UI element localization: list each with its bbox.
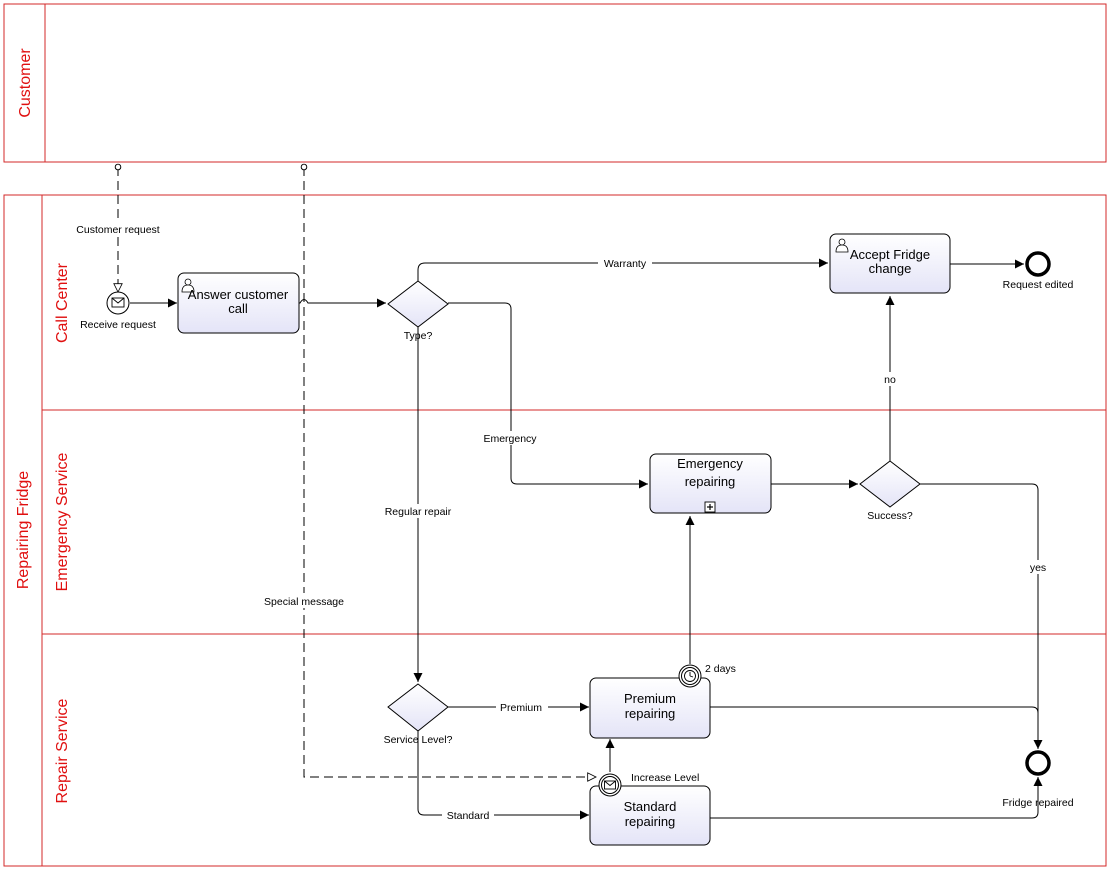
- increase-level-label: Increase Level: [631, 772, 699, 784]
- repairing-fridge-pool: Repairing Fridge: [3, 194, 1107, 867]
- standard-repairing-line1: Standard: [624, 799, 677, 814]
- service-level-gateway[interactable]: [387, 683, 449, 732]
- answer-customer-call-line2: call: [228, 301, 248, 316]
- fridge-repaired-event[interactable]: [1025, 750, 1051, 776]
- answer-customer-call-line1: Answer customer: [188, 287, 289, 302]
- customer-pool-label: Customer: [17, 48, 34, 118]
- repairing-fridge-pool-label: Repairing Fridge: [15, 471, 32, 589]
- flow-premium-to-end[interactable]: [710, 706, 1039, 749]
- premium-repairing-line2: repairing: [625, 706, 676, 721]
- accept-fridge-change-line2: change: [869, 261, 912, 276]
- label-no: no: [884, 374, 896, 386]
- user-icon: [181, 278, 195, 293]
- lane-call-center-label: Call Center: [54, 262, 71, 343]
- standard-repairing-task[interactable]: Standard repairing: [589, 785, 711, 846]
- flow-answer-to-type[interactable]: [299, 298, 386, 308]
- customer-pool: Customer: [3, 3, 1107, 163]
- type-gateway-label: Type?: [404, 330, 433, 342]
- label-customer-request: Customer request: [76, 224, 160, 236]
- flow-standard-to-end[interactable]: [710, 777, 1043, 819]
- answer-customer-call-task[interactable]: Answer customer call: [177, 272, 300, 334]
- emergency-repairing-line1: Emergency: [677, 456, 743, 471]
- receive-request-event[interactable]: [106, 291, 130, 315]
- request-edited-label: Request edited: [1003, 279, 1074, 291]
- label-yes: yes: [1030, 562, 1046, 574]
- request-edited-event[interactable]: [1025, 251, 1051, 277]
- type-gateway[interactable]: [387, 280, 449, 328]
- clock-icon: [684, 670, 696, 682]
- accept-fridge-change-line1: Accept Fridge: [850, 247, 930, 262]
- label-premium: Premium: [500, 702, 542, 714]
- message-flow-special-message[interactable]: [304, 167, 596, 777]
- receive-request-label: Receive request: [80, 319, 156, 331]
- flow-emergency[interactable]: [448, 302, 648, 489]
- envelope-icon: [604, 780, 616, 790]
- label-regular-repair: Regular repair: [385, 506, 452, 518]
- envelope-icon: [111, 297, 125, 308]
- timer-boundary-event[interactable]: [678, 664, 702, 688]
- user-icon: [835, 238, 849, 253]
- lane-repair-service-label: Repair Service: [54, 698, 71, 803]
- label-special-message: Special message: [264, 596, 344, 608]
- standard-repairing-line2: repairing: [625, 814, 676, 829]
- success-gateway-label: Success?: [867, 510, 913, 522]
- timer-label: 2 days: [705, 663, 736, 675]
- emergency-repairing-subprocess[interactable]: Emergency repairing: [649, 453, 772, 514]
- label-warranty: Warranty: [604, 258, 647, 270]
- emergency-repairing-line2: repairing: [685, 474, 736, 489]
- message-boundary-event[interactable]: [598, 773, 622, 797]
- flow-yes[interactable]: [920, 483, 1043, 749]
- premium-repairing-line1: Premium: [624, 691, 676, 706]
- label-standard: Standard: [447, 810, 490, 822]
- flow-warranty[interactable]: [417, 258, 828, 281]
- accept-fridge-change-task[interactable]: Accept Fridge change: [829, 233, 951, 294]
- fridge-repaired-label: Fridge repaired: [1002, 797, 1073, 809]
- expand-icon[interactable]: [704, 501, 716, 513]
- label-emergency: Emergency: [483, 433, 537, 445]
- flow-standard[interactable]: [417, 731, 589, 820]
- lane-emergency-service-label: Emergency Service: [54, 453, 71, 592]
- success-gateway[interactable]: [859, 460, 921, 508]
- service-level-gateway-label: Service Level?: [384, 734, 453, 746]
- premium-repairing-task[interactable]: Premium repairing: [589, 677, 711, 739]
